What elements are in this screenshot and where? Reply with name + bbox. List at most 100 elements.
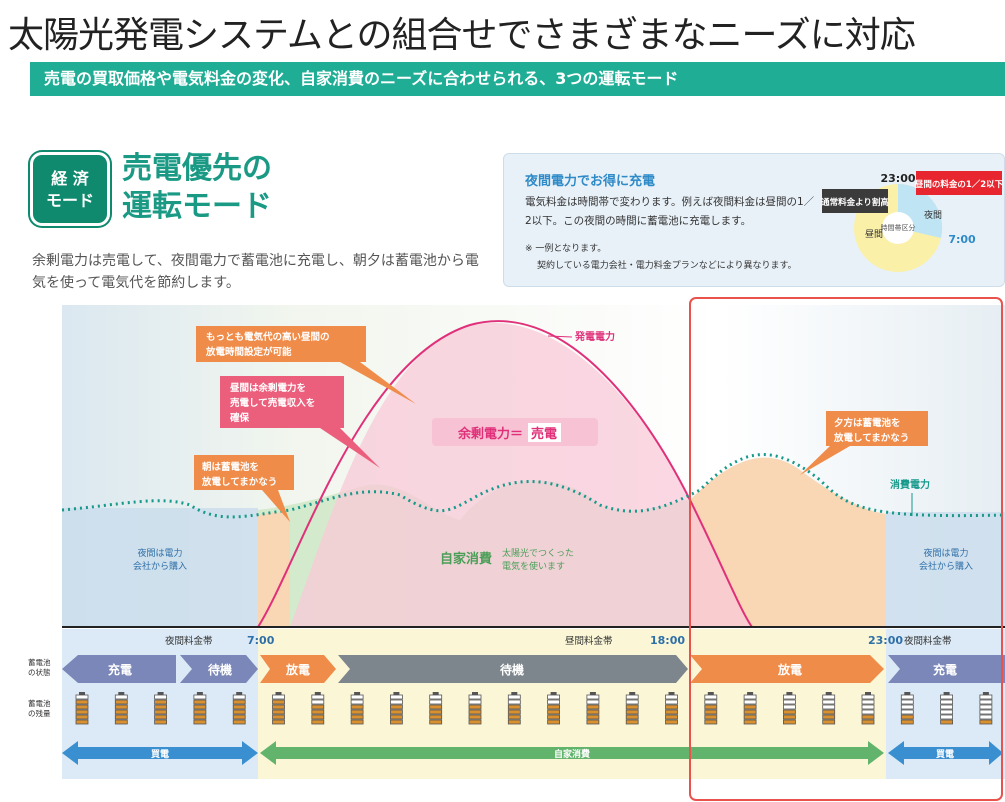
label-generation: 発電電力 [574,330,615,343]
battery-icon [272,692,285,725]
time-1800: 18:00 [650,634,685,647]
morning-discharge-area [258,512,290,627]
state-charge-right [888,655,1005,683]
callout-surplus: 昼間は余剰電力を 売電して売電収入を 確保 [220,376,380,468]
info-note: ※ 一例となります。 契約している電力会社・電力料金プランなどにより異なります。 [525,241,825,275]
badge-line1: 経 済 [51,169,89,188]
label-surplus-sell: 売電 [531,426,557,442]
night-buy-left-1: 夜間は電力 [137,547,182,559]
state-label-discharge-morning: 放電 [285,662,310,677]
flow-label-self: 自家消費 [554,748,590,760]
rate-night-left: 夜間料金帯 [165,635,213,647]
battery-icon [743,692,757,725]
callout-morning-2: 放電してまかなう [201,476,277,488]
callout-evening-2: 放電してまかなう [833,432,909,444]
info-note-2: 契約している電力会社・電力料金プランなどにより異なります。 [537,261,797,271]
state-row: 充電 待機 放電 待機 放電 充電 [62,655,1005,683]
battery-icon [75,692,89,725]
flow-label-buy-right: 買電 [936,749,954,760]
callout-peak: もっとも電気代の高い昼間の 放電時間設定が可能 [196,326,416,404]
label-self-sub1: 太陽光でつくった [502,547,574,559]
evening-discharge-area [690,457,886,627]
surplus-area [290,322,752,627]
subtitle-banner: 売電の買取価格や電気料金の変化、自家消費のニーズに合わせられる、3つの運転モード [30,62,1005,96]
info-body: 電気料金は時間帯で変わります。例えば夜間料金は昼間の1／2以下。この夜間の時間に… [525,196,815,227]
state-label-standby-day: 待機 [500,662,524,677]
callout-night-box [916,171,1002,195]
flow-row: 買電 自家消費 買電 [62,741,1003,765]
callout-surplus-2: 売電して売電収入を [230,397,315,409]
generation-leader [547,335,573,338]
page-title: 太陽光発電システムとの組合せでさまざまなニーズに対応 [8,15,916,56]
callout-normal-box [822,189,888,213]
generation-curve [257,320,753,628]
night-buy-zone-left [62,508,258,627]
battery-icon [822,692,836,725]
state-label-charge-right: 充電 [933,662,957,677]
badge-line2: モード [45,191,94,210]
state-discharge-evening [690,655,884,683]
night-buy-right-1: 夜間は電力 [923,547,968,559]
battery-icon [979,692,993,725]
battery-icon [625,692,639,725]
battery-icon [586,692,600,725]
battery-icon [154,692,168,725]
state-standby-left [180,655,258,683]
battery-icon [232,692,246,725]
callout-evening: 夕方は蓄電池を 放電してまかなう [800,411,928,475]
state-label-standby-left: 待機 [208,662,232,677]
time-700: 7:00 [247,634,275,647]
pie-label-day: 昼間 [865,229,883,240]
section-heading: 売電優先の 運転モード [122,150,272,226]
battery-icon [389,692,403,725]
night-buy-zone-right [886,512,1005,627]
callout-surplus-1: 昼間は余剰電力を [230,382,306,394]
label-consumption: 消費電力 [890,478,930,491]
flow-buy-left [62,741,258,765]
battery-icon [311,692,325,725]
battery-icon [900,692,914,725]
battery-icon [783,692,796,725]
callout-evening-1: 夕方は蓄電池を [834,417,901,429]
battery-icon [547,692,560,725]
info-title: 夜間電力でお得に充電 [525,174,656,189]
row-state-1: 蓄電池 [28,657,51,667]
label-surplus: 余剰電力＝ [457,426,523,442]
pie-label-night: 夜間 [924,209,942,221]
callout-peak-1: もっとも電気代の高い昼間の [206,331,330,343]
rate-pie-chart: 23:00 7:00 昼間 夜間 時間帯区分 通常料金より割高 昼間の料金の1／… [821,171,1004,272]
callout-morning: 朝は蓄電池を 放電してまかなう [194,455,294,522]
rate-night-right: 夜間料金帯 [904,635,952,647]
battery-icon [193,692,207,725]
row-level-1: 蓄電池 [28,698,51,708]
flow-self [260,741,884,765]
evening-highlight-frame [689,297,1003,801]
pie-time-right: 7:00 [948,233,976,246]
flow-buy-right [888,741,1003,765]
battery-icon [704,692,718,725]
economy-mode-badge: 経 済 モード [30,152,110,226]
night-buy-right-2: 会社から購入 [919,560,973,572]
info-note-1: ※ 一例となります。 [525,244,607,254]
flow-label-buy-left: 買電 [151,749,169,760]
battery-icon [350,692,364,725]
night-buy-left-2: 会社から購入 [133,560,187,572]
battery-icon [468,692,482,725]
battery-row [75,692,993,725]
rate-day: 昼間料金帯 [565,635,613,647]
callout-surplus-3: 確保 [230,412,250,424]
battery-icon [114,692,128,725]
section-description: 余剰電力は売電して、夜間電力で蓄電池に充電し、朝夕は蓄電池から電気を使って電気代… [32,253,479,291]
consumption-curve [61,453,1005,519]
state-standby-day [338,655,688,683]
heading-line2: 運転モード [122,189,272,224]
row-state-2: の状態 [28,667,51,677]
pie-time-top: 23:00 [880,172,915,185]
state-charge-left [62,655,176,683]
label-self: 自家消費 [440,551,492,567]
label-self-sub2: 電気を使います [502,560,565,572]
state-label-discharge-evening: 放電 [777,662,802,677]
battery-icon [665,692,678,725]
callout-night: 昼間の料金の1／2以下 [914,179,1004,190]
